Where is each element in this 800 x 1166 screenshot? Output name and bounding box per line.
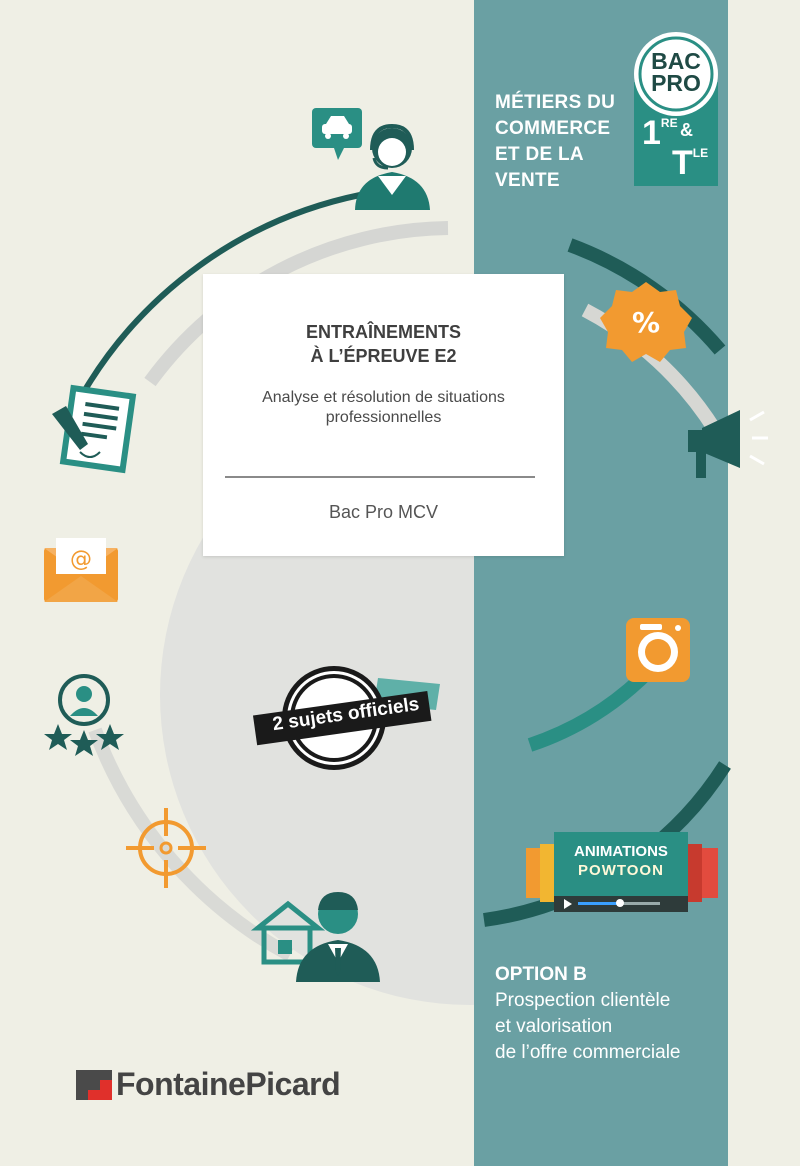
level-amp: & xyxy=(680,120,693,140)
publisher-name: FontainePicard xyxy=(116,1066,341,1102)
publisher-mark-icon xyxy=(76,1070,112,1100)
right-band xyxy=(474,0,728,1166)
book-subtitle: Analyse et résolution de situations prof… xyxy=(203,388,564,428)
series-title-line: ET DE LA xyxy=(495,144,584,165)
teal-arc-main xyxy=(79,192,361,397)
camera-icon xyxy=(626,618,690,682)
book-subtitle-line: professionnelles xyxy=(325,409,442,426)
book-title-line: ENTRAÎNEMENTS xyxy=(305,322,461,342)
rating-user-icon xyxy=(44,674,124,756)
series-title-line: MÉTIERS DU xyxy=(495,92,616,113)
level-second: TLE xyxy=(672,144,709,182)
stamp-shape xyxy=(252,666,440,770)
svg-text:%: % xyxy=(632,306,660,339)
svg-text:@: @ xyxy=(70,547,92,572)
title-card: ENTRAÎNEMENTS À L’ÉPREUVE E2 Analyse et … xyxy=(203,274,564,556)
book-title-line: À L’ÉPREUVE E2 xyxy=(310,346,457,366)
series-title: MÉTIERS DU COMMERCE ET DE LA VENTE xyxy=(495,90,615,194)
card-divider xyxy=(225,476,535,478)
option-line: de l’offre commerciale xyxy=(495,1042,681,1063)
megaphone-icon xyxy=(688,410,768,478)
option-block: OPTION B Prospection clientèle et valori… xyxy=(495,962,681,1066)
series-title-line: COMMERCE xyxy=(495,118,611,139)
badge-shape xyxy=(634,32,718,186)
animations-line: ANIMATIONS xyxy=(574,843,668,860)
level-first: 1RE xyxy=(642,114,678,152)
car-chat-icon xyxy=(312,108,362,160)
video-player-icon xyxy=(526,832,718,912)
official-subjects-stamp: 2 sujets officiels xyxy=(250,658,450,778)
email-icon: @ xyxy=(44,538,118,602)
grey-arc-upper xyxy=(144,221,449,387)
percent-icon: % xyxy=(600,282,692,362)
series-title-line: VENTE xyxy=(495,170,560,191)
option-title: OPTION B xyxy=(495,964,587,985)
contract-pen-icon xyxy=(52,384,137,474)
animations-line: POWTOON xyxy=(578,862,664,879)
animations-label: ANIMATIONS POWTOON xyxy=(554,842,688,880)
card-footer: Bac Pro MCV xyxy=(328,502,439,522)
badge-bac-pro: BAC PRO xyxy=(632,48,720,96)
book-title: ENTRAÎNEMENTS À L’ÉPREUVE E2 xyxy=(203,320,564,368)
bac-pro-badge: BAC PRO 1RE & TLE xyxy=(632,32,720,188)
grey-arc-lower xyxy=(88,727,294,962)
badge-line: BAC xyxy=(651,48,701,74)
option-line: Prospection clientèle xyxy=(495,990,671,1011)
house-agent-icon xyxy=(250,892,380,982)
right-margin xyxy=(728,0,800,1166)
book-subtitle-line: Analyse et résolution de situations xyxy=(262,389,505,406)
target-icon xyxy=(126,808,206,888)
option-line: et valorisation xyxy=(495,1016,613,1037)
operator-icon xyxy=(355,123,430,210)
badge-line: PRO xyxy=(651,70,701,96)
